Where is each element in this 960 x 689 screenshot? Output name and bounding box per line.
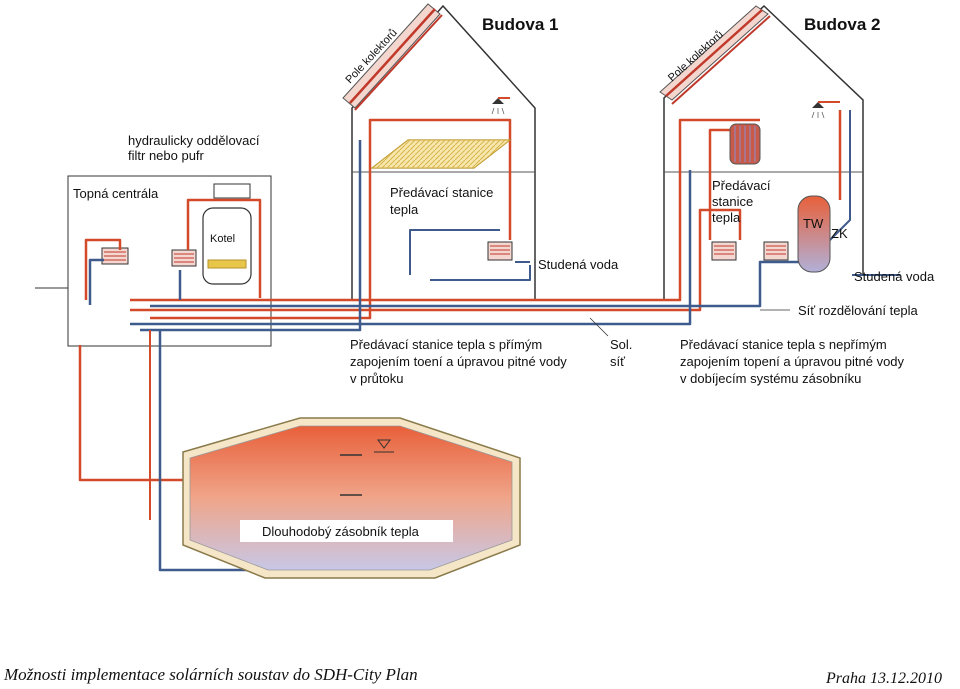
solar-net-caption-line2: síť — [610, 354, 625, 369]
direct-caption-line1: Předávací stanice tepla s přímým — [350, 337, 542, 352]
station-2-exchanger-right — [763, 241, 789, 261]
station-1-label-line2: tepla — [390, 202, 419, 217]
indirect-caption-line3: v dobíjecím systému zásobníku — [680, 371, 861, 386]
collector-field-1 — [342, 3, 443, 111]
station-2-label-line1: Předávací — [712, 178, 771, 193]
cold-water-label-2: Studená voda — [854, 269, 935, 284]
radiator — [729, 123, 761, 165]
building-2-title: Budova 2 — [804, 15, 881, 34]
cold-water-label-1: Studená voda — [538, 257, 619, 272]
station-1-label-line1: Předávací stanice — [390, 185, 493, 200]
heating-plant-box — [67, 175, 272, 347]
tw-label: TW — [803, 216, 824, 231]
building-2: Budova 2 Pole kolektorů — [659, 4, 881, 300]
filter-label-line1: hydraulicky oddělovací — [128, 133, 260, 148]
collector-field-2 — [659, 5, 771, 105]
boiler-label: Kotel — [210, 233, 235, 245]
building-1-title: Budova 1 — [482, 15, 559, 34]
shower-icon-1 — [491, 97, 510, 115]
hot-water-tank — [797, 195, 831, 273]
direct-caption-line3: v průtoku — [350, 371, 403, 386]
zk-label: ZK — [831, 226, 848, 241]
shower-icon-2 — [811, 101, 840, 119]
direct-caption-line2: zapojením toení a úpravou pitné vody — [350, 354, 567, 369]
building-2-outline — [663, 4, 864, 300]
indirect-caption-line1: Předávací stanice tepla s nepřímým — [680, 337, 887, 352]
solar-net-pointer — [589, 317, 609, 337]
station-2-label-line2: stanice — [712, 194, 753, 209]
station-1-exchanger — [487, 241, 513, 261]
storage-tank — [182, 417, 521, 579]
building-1: Budova 1 Pole kolektorů — [342, 3, 559, 300]
filter-label-line2: filtr nebo pufr — [128, 148, 205, 163]
network-label: Síť rozdělování tepla — [798, 303, 919, 318]
station-2-exchanger-left — [711, 241, 737, 261]
heating-plant-label: Topná centrála — [73, 186, 159, 201]
solar-net-caption-line1: Sol. — [610, 337, 632, 352]
station-2-label-line3: tepla — [712, 210, 741, 225]
plant-exchanger-left — [101, 247, 129, 265]
footer-date: Praha 13.12.2010 — [826, 670, 942, 687]
footer-title: Možnosti implementace solárních soustav … — [4, 665, 418, 684]
boiler — [202, 183, 252, 285]
plant-exchanger-right — [171, 249, 197, 267]
storage-label: Dlouhodobý zásobník tepla — [262, 524, 420, 539]
indirect-caption-line2: zapojením topení a úpravou pitné vody — [680, 354, 905, 369]
